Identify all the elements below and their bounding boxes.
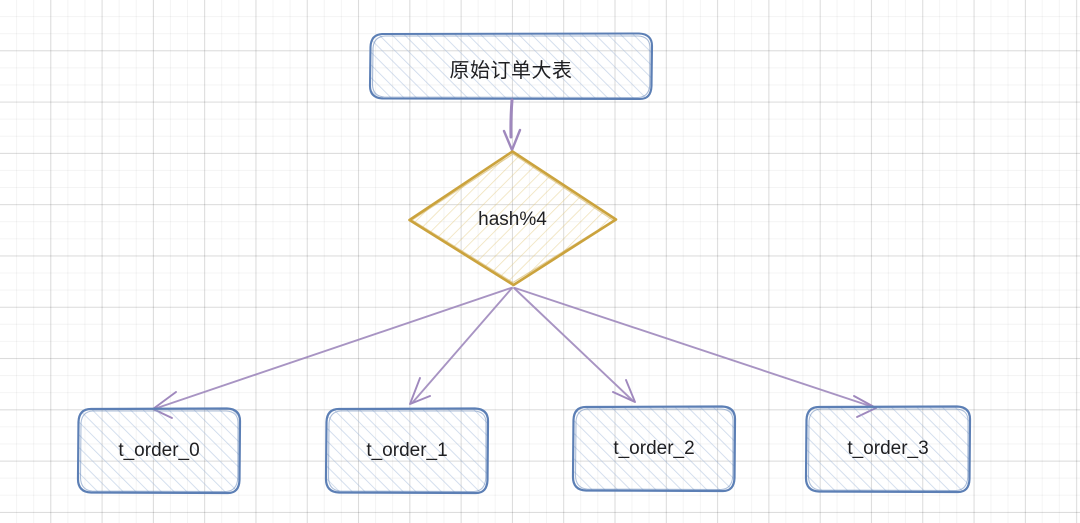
shard-1-node[interactable] — [324, 407, 490, 495]
shard-1-fill — [326, 408, 488, 493]
edge-hash-to-shard-2 — [513, 287, 636, 403]
shard-3-outline — [804, 405, 972, 494]
shard-1-outline — [324, 407, 490, 495]
shard-0-node[interactable] — [76, 407, 242, 495]
source-table-outline-sketch — [371, 35, 651, 99]
edge-hash-to-shard-3 — [514, 287, 877, 418]
shard-2-outline-sketch — [574, 408, 734, 491]
edge-source-to-hash — [502, 98, 522, 152]
shard-1-outline-sketch — [327, 410, 487, 493]
shard-3-outline-sketch — [807, 408, 969, 492]
hash-decision-node[interactable] — [408, 150, 618, 287]
source-table-node[interactable] — [368, 32, 654, 101]
shard-0-outline-sketch — [79, 410, 239, 493]
source-table-outline — [368, 32, 654, 101]
edge-hash-to-shard-0 — [152, 287, 512, 419]
hash-decision-fill — [409, 151, 616, 285]
shard-0-outline — [76, 407, 242, 495]
shard-2-outline — [571, 405, 737, 493]
hash-decision-outline — [408, 150, 618, 287]
shard-3-fill — [806, 406, 970, 492]
edge-hash-to-shard-1 — [409, 287, 513, 405]
hash-decision-outline-sketch — [411, 153, 615, 284]
shard-0-fill — [78, 408, 240, 493]
shard-2-fill — [573, 406, 735, 491]
shard-2-node[interactable] — [571, 405, 737, 493]
shard-3-node[interactable] — [804, 405, 972, 494]
source-table-fill — [370, 33, 652, 99]
